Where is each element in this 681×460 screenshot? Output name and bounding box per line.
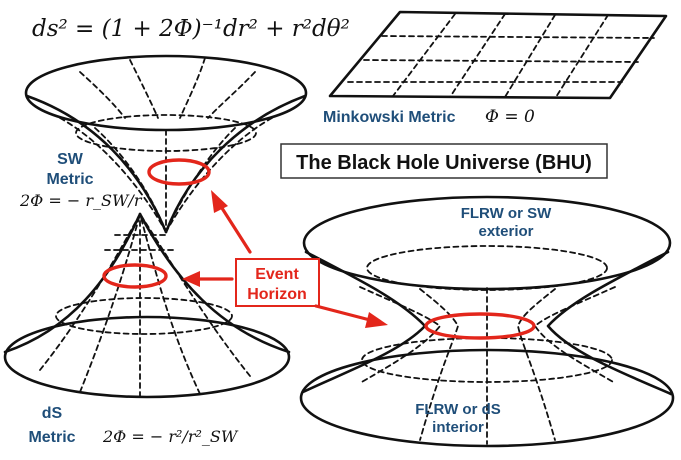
minkowski-plane: [328, 10, 668, 100]
ds-label-line2: Metric: [28, 429, 75, 446]
ds-event-horizon-ring: [102, 263, 168, 289]
sw-label-line1: SW: [57, 151, 84, 168]
arrow-to-ds: [182, 271, 234, 287]
main-metric-equation: ds² = (1 + 2Φ)⁻¹dr² + r²dθ²: [32, 16, 350, 42]
event-horizon-line1: Event: [255, 266, 299, 283]
bhu-bottom-label-line2: interior: [432, 419, 484, 436]
sw-label-line2: Metric: [46, 171, 93, 188]
arrow-to-sw: [211, 190, 252, 254]
arrow-to-bhu: [314, 304, 388, 328]
sw-equation: 2Φ = − r_SW/r: [19, 191, 143, 210]
diagram-title: The Black Hole Universe (BHU): [296, 152, 592, 174]
bhu-top-label-line1: FLRW or SW: [461, 205, 552, 222]
title-box: [280, 143, 608, 179]
bhu-hyperboloid: [299, 195, 675, 448]
sw-funnel: [24, 54, 308, 234]
sw-event-horizon-ring: [147, 158, 211, 186]
ds-label-line1: dS: [42, 405, 63, 422]
minkowski-equation: Φ = 0: [485, 107, 535, 127]
bhu-bottom-label-line1: FLRW or dS: [415, 401, 501, 418]
ds-cone: [3, 212, 291, 399]
event-horizon-box: [235, 258, 320, 307]
ds-equation: 2Φ = − r²/r²_SW: [102, 427, 239, 446]
bhu-event-horizon-ring: [424, 312, 536, 340]
minkowski-label: Minkowski Metric: [323, 109, 456, 126]
bhu-top-label-line2: exterior: [478, 223, 533, 240]
event-horizon-line2: Horizon: [247, 286, 307, 303]
